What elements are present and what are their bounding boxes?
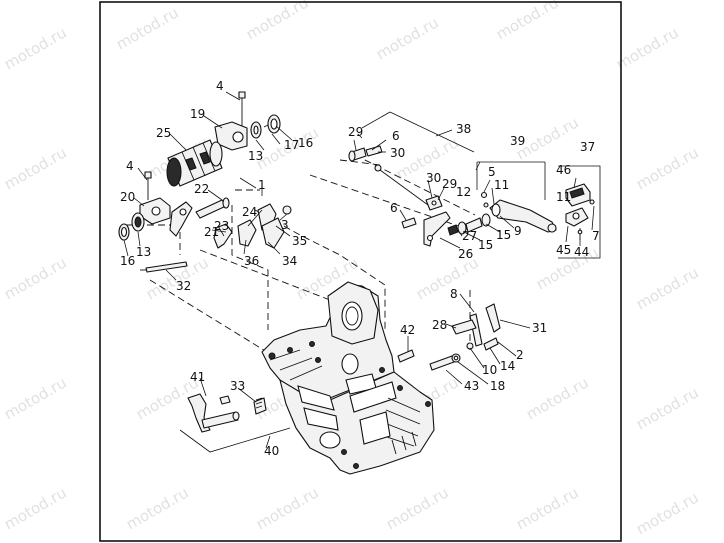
callout-7: 7 <box>592 229 600 243</box>
callout-19: 19 <box>190 107 205 121</box>
watermark: motod.ru <box>113 3 182 53</box>
callout-6: 6 <box>390 201 398 215</box>
callout-1: 1 <box>258 178 266 192</box>
callout-16: 16 <box>120 254 135 268</box>
callout-16: 16 <box>298 136 313 150</box>
callout-43: 43 <box>464 379 479 393</box>
leader-lines <box>123 91 595 449</box>
diagram-frame <box>99 1 622 542</box>
callout-6: 6 <box>392 129 400 143</box>
callout-11: 11 <box>494 178 509 192</box>
callout-24: 24 <box>242 205 257 219</box>
watermark: motod.ru <box>633 143 702 193</box>
callout-33: 33 <box>230 379 245 393</box>
watermark: motod.ru <box>243 0 312 43</box>
callout-14: 14 <box>500 359 515 373</box>
callout-31: 31 <box>532 321 547 335</box>
watermark: motod.ru <box>1 143 70 193</box>
watermark: motod.ru <box>633 263 702 313</box>
callout-13: 13 <box>136 245 151 259</box>
watermark: motod.ru <box>493 0 562 43</box>
watermark: motod.ru <box>1 253 70 303</box>
callout-27: 27 <box>462 229 477 243</box>
callout-29: 29 <box>348 125 363 139</box>
callout-23: 23 <box>214 219 229 233</box>
shift-lever-assembly <box>476 161 601 259</box>
watermark: motod.ru <box>513 483 582 533</box>
callout-42: 42 <box>400 323 415 337</box>
callout-38: 38 <box>456 122 471 136</box>
watermark: motod.ru <box>633 383 702 433</box>
watermark: motod.ru <box>383 483 452 533</box>
callout-3: 3 <box>281 218 289 232</box>
watermark: motod.ru <box>613 23 682 73</box>
shift-rod <box>140 261 188 273</box>
callout-10: 10 <box>482 363 497 377</box>
callout-8: 8 <box>450 287 458 301</box>
callout-labels: 1 2 3 4 4 5 6 6 7 8 9 10 11 11 12 13 13 … <box>120 79 600 458</box>
watermark: motod.ru <box>633 488 702 538</box>
watermark: motod.ru <box>123 483 192 533</box>
callout-39: 39 <box>510 134 525 148</box>
watermark: motod.ru <box>1 373 70 423</box>
callout-32: 32 <box>176 279 191 293</box>
callout-45: 45 <box>556 243 571 257</box>
callout-37: 37 <box>580 140 595 154</box>
watermark: motod.ru <box>253 483 322 533</box>
callout-18: 18 <box>490 379 505 393</box>
callout-9: 9 <box>514 224 522 238</box>
assembly-guide-lines <box>125 154 476 361</box>
watermark: motod.ru <box>1 23 70 73</box>
callout-41: 41 <box>190 370 205 384</box>
callout-13: 13 <box>248 149 263 163</box>
callout-11: 11 <box>556 190 571 204</box>
callout-4: 4 <box>126 159 134 173</box>
upper-linkage <box>348 145 491 247</box>
callout-15: 15 <box>478 238 493 252</box>
callout-5: 5 <box>488 165 496 179</box>
callout-29: 29 <box>442 177 457 191</box>
transmission-housing <box>261 281 435 475</box>
callout-21: 21 <box>204 225 219 239</box>
shift-drum-assembly <box>118 91 292 249</box>
callout-17: 17 <box>284 138 299 152</box>
callout-30: 30 <box>426 171 441 185</box>
callout-44: 44 <box>574 245 589 259</box>
callout-26: 26 <box>458 247 473 261</box>
callout-36: 36 <box>244 254 259 268</box>
callout-22: 22 <box>194 182 209 196</box>
callout-40: 40 <box>264 444 279 458</box>
watermark: motod.ru <box>373 13 442 63</box>
lower-right-linkage <box>397 303 501 371</box>
callout-35: 35 <box>292 234 307 248</box>
callout-30: 30 <box>390 146 405 160</box>
callout-12: 12 <box>456 185 471 199</box>
callout-25: 25 <box>156 126 171 140</box>
lower-left-lever <box>179 393 291 453</box>
callout-28: 28 <box>432 318 447 332</box>
callout-34: 34 <box>282 254 297 268</box>
callout-46: 46 <box>556 163 571 177</box>
watermark: motod.ru <box>523 373 592 423</box>
callout-15: 15 <box>496 228 511 242</box>
callout-2: 2 <box>516 348 524 362</box>
callout-20: 20 <box>120 190 135 204</box>
callout-4: 4 <box>216 79 224 93</box>
watermark: motod.ru <box>1 483 70 533</box>
